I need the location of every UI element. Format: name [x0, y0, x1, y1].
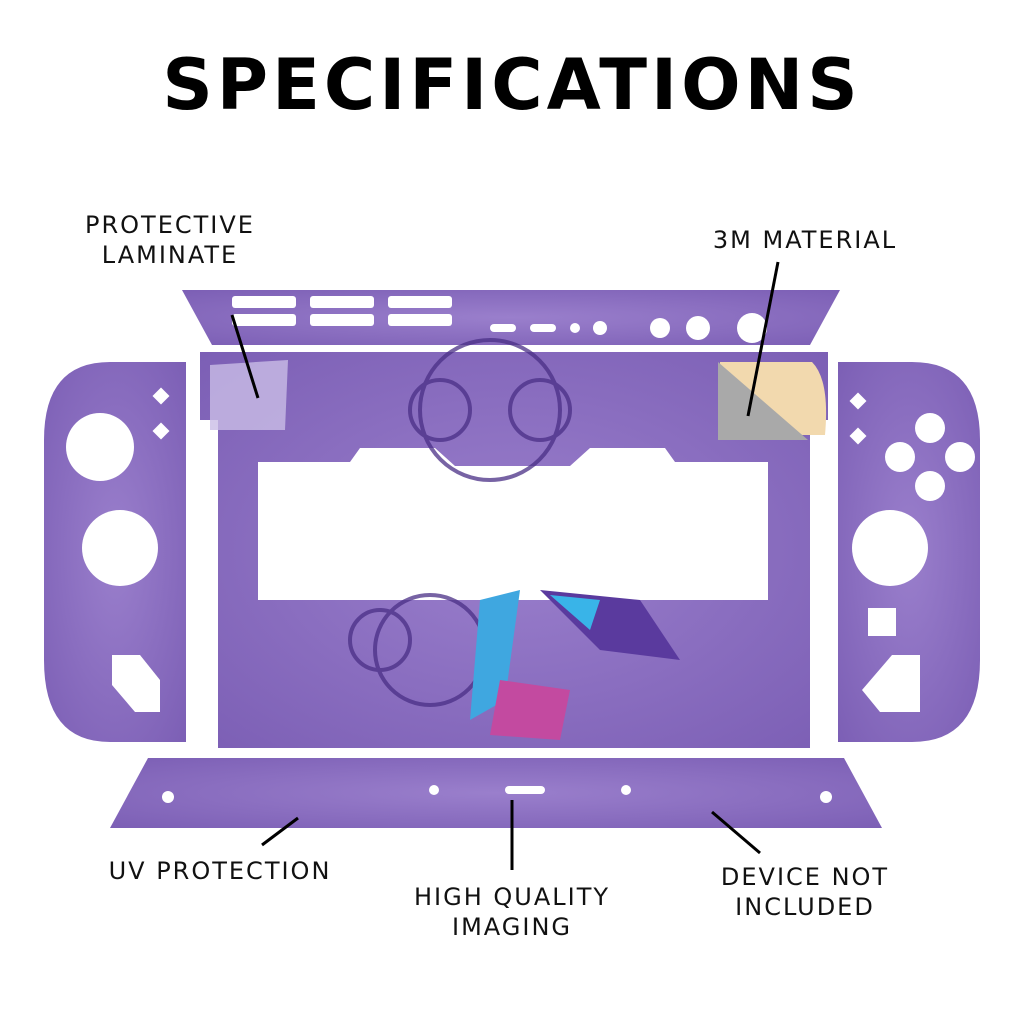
- screen-cutout: [258, 448, 768, 600]
- high-quality-imaging-label: HIGH QUALITY IMAGING: [390, 882, 634, 942]
- protective-laminate-label: PROTECTIVE LAMINATE: [70, 210, 270, 270]
- leader-lines: [230, 261, 780, 870]
- celtic-knot-pattern: [348, 338, 572, 707]
- bottom-skin-piece: [110, 758, 882, 828]
- label-line: HIGH QUALITY: [413, 883, 611, 911]
- label-line: LAMINATE: [101, 241, 239, 269]
- butterfly-image: [470, 590, 680, 740]
- label-line: IMAGING: [451, 913, 572, 941]
- laminate-corner: [210, 360, 288, 430]
- label-line: DEVICE NOT: [720, 863, 890, 891]
- label-line: INCLUDED: [735, 893, 875, 921]
- uv-protection-label: UV PROTECTION: [108, 857, 332, 885]
- device-not-included-label: DEVICE NOT INCLUDED: [700, 862, 910, 922]
- page-title: SPECIFICATIONS: [162, 44, 862, 126]
- 3m-material-label: 3M MATERIAL: [712, 226, 898, 254]
- label-line: PROTECTIVE: [85, 211, 255, 239]
